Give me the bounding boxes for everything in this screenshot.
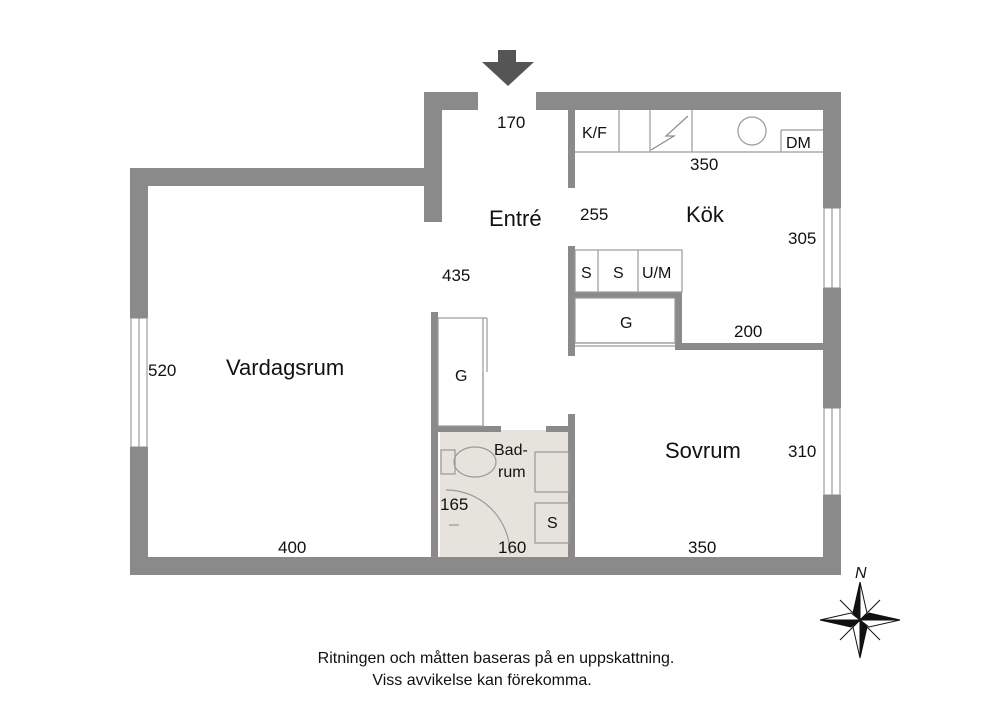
dim-kitchen-height: 305 [788,229,816,248]
room-label-vardagsrum: Vardagsrum [226,355,344,380]
windows [130,207,841,496]
fixture-closet-kitchen: G [620,315,632,332]
dim-bedroom-width: 350 [688,538,716,557]
disclaimer-line-2: Viss avvikelse kan förekomma. [372,672,592,689]
stove-icon [650,115,689,151]
room-label-entre: Entré [489,206,542,231]
arrow-down-icon [482,50,534,86]
dim-kitchen-width: 350 [690,155,718,174]
dim-entrance-width: 170 [497,113,525,132]
room-label-badrum-2: rum [498,464,526,481]
compass-rose-icon: N [819,565,901,659]
disclaimer-line-1: Ritningen och måtten baseras på en uppsk… [317,650,675,667]
dim-bath-width: 160 [498,538,526,557]
dim-hall-length: 435 [442,266,470,285]
fixture-storage-1: S [581,265,592,282]
fixture-storage-bath: S [547,515,558,532]
fixture-fridge-freezer: K/F [582,125,607,142]
dim-bedroom-height: 310 [788,442,816,461]
fixture-oven-microwave: U/M [642,265,671,282]
fixture-dishwasher: DM [786,135,811,152]
dim-entre-height: 255 [580,205,608,224]
walls [130,92,841,575]
bathroom-floor [440,430,570,558]
dim-bath-height: 165 [440,495,468,514]
dim-closet-width: 200 [734,322,762,341]
dim-living-width: 400 [278,538,306,557]
room-label-badrum-1: Bad- [494,442,528,459]
fixtures [437,110,823,555]
fixture-storage-2: S [613,265,624,282]
compass-north-label: N [855,565,867,582]
dim-living-height: 520 [148,361,176,380]
interior-walls [431,110,823,558]
fixture-closet-hall: G [455,368,467,385]
room-label-kok: Kök [686,202,725,227]
room-label-sovrum: Sovrum [665,438,741,463]
